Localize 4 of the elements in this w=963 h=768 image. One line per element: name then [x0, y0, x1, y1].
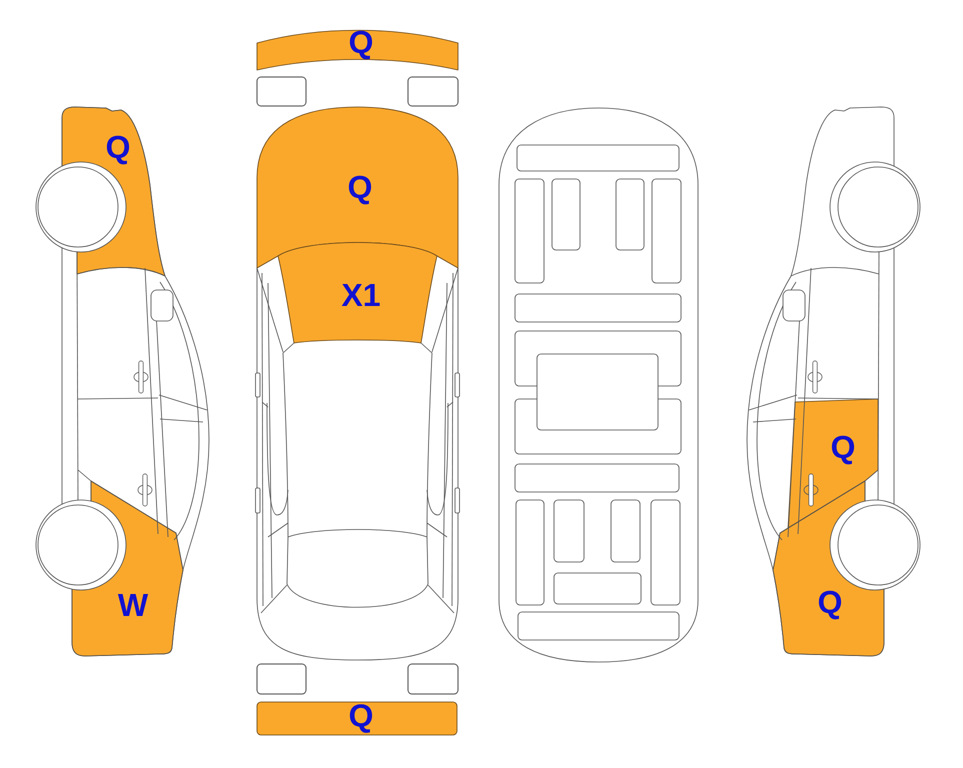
highlighted-panel: Q — [788, 398, 878, 528]
highlighted-panel: Q — [256, 702, 458, 736]
highlighted-panel: Q — [256, 30, 458, 70]
highlighted-panel: X1 — [278, 242, 438, 344]
